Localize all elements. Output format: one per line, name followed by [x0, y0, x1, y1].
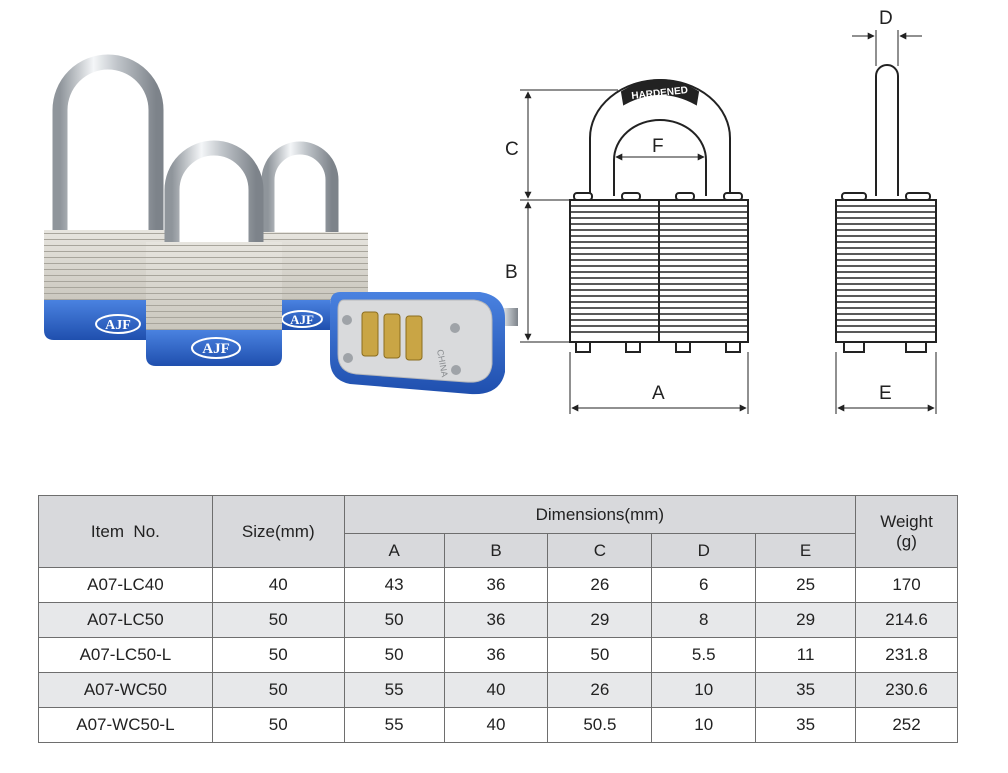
- brand-logo: AJF: [105, 318, 131, 333]
- cell-size: 50: [211, 672, 345, 708]
- cell-e: 35: [755, 707, 857, 743]
- country-mark: CHINA: [435, 349, 450, 378]
- cell-a: 55: [343, 707, 445, 743]
- table-row: A07-WC50-L 50 55 40 50.5 10 35 252: [38, 707, 958, 743]
- combination-padlock: CHINA: [330, 292, 518, 395]
- cell-c: 50.5: [547, 707, 653, 743]
- cell-item: A07-LC40: [38, 567, 213, 603]
- cell-e: 35: [755, 672, 857, 708]
- cell-a: 55: [343, 672, 445, 708]
- dim-label-b: B: [505, 262, 518, 283]
- cell-c: 50: [547, 637, 653, 673]
- dim-label-e: E: [879, 383, 892, 404]
- table-row: A07-WC50 50 55 40 26 10 35 230.6: [38, 672, 958, 708]
- cell-size: 50: [211, 637, 345, 673]
- cell-a: 50: [343, 602, 445, 638]
- cell-b: 36: [443, 567, 549, 603]
- dim-label-f: F: [652, 136, 664, 157]
- cell-item: A07-WC50-L: [38, 707, 213, 743]
- cell-d: 10: [651, 672, 757, 708]
- header-dim-c: C: [547, 533, 653, 568]
- cell-e: 25: [755, 567, 857, 603]
- cell-d: 5.5: [651, 637, 757, 673]
- dimension-drawing: HARDENED: [505, 8, 937, 414]
- cell-d: 10: [651, 707, 757, 743]
- header-size: Size(mm): [211, 495, 345, 568]
- header-weight-label: Weight: [880, 511, 933, 531]
- cell-size: 40: [211, 567, 345, 603]
- cell-e: 11: [755, 637, 857, 673]
- cell-item: A07-LC50: [38, 602, 213, 638]
- header-dim-e: E: [755, 533, 857, 568]
- dim-label-d: D: [879, 8, 893, 29]
- header-dimensions: Dimensions(mm): [343, 495, 857, 534]
- cell-c: 26: [547, 672, 653, 708]
- header-dim-d: D: [651, 533, 757, 568]
- cell-item: A07-WC50: [38, 672, 213, 708]
- cell-e: 29: [755, 602, 857, 638]
- cell-weight: 252: [855, 707, 958, 743]
- cell-weight: 231.8: [855, 637, 958, 673]
- table-row: A07-LC50-L 50 50 36 50 5.5 11 231.8: [38, 637, 958, 673]
- lamination-lines: [570, 205, 748, 333]
- front-view: [569, 79, 749, 353]
- header-weight-unit: (g): [896, 531, 917, 551]
- cell-b: 36: [443, 602, 549, 638]
- header-weight: Weight (g): [855, 495, 958, 568]
- header-item-no: Item No.: [38, 495, 213, 568]
- cell-b: 36: [443, 637, 549, 673]
- cell-b: 40: [443, 707, 549, 743]
- padlocks-photo: AJF AJF AJF CHINA: [44, 54, 518, 395]
- header-dim-b: B: [443, 533, 549, 568]
- cell-b: 40: [443, 672, 549, 708]
- padlock-standard: AJF: [146, 140, 282, 366]
- table-row: A07-LC50 50 50 36 29 8 29 214.6: [38, 602, 958, 638]
- dimension-lines: [520, 30, 937, 414]
- brand-logo: AJF: [290, 312, 314, 327]
- cell-a: 50: [343, 637, 445, 673]
- cell-d: 8: [651, 602, 757, 638]
- cell-c: 29: [547, 602, 653, 638]
- table-row: A07-LC40 40 43 36 26 6 25 170: [38, 567, 958, 603]
- dim-label-a: A: [652, 383, 665, 404]
- header-dim-a: A: [343, 533, 445, 568]
- brand-logo: AJF: [202, 341, 230, 357]
- cell-item: A07-LC50-L: [38, 637, 213, 673]
- cell-size: 50: [211, 602, 345, 638]
- cell-a: 43: [343, 567, 445, 603]
- cell-weight: 230.6: [855, 672, 958, 708]
- cell-c: 26: [547, 567, 653, 603]
- cell-weight: 214.6: [855, 602, 958, 638]
- cell-weight: 170: [855, 567, 958, 603]
- cell-size: 50: [211, 707, 345, 743]
- cell-d: 6: [651, 567, 757, 603]
- specification-table: Item No. Size(mm) Dimensions(mm) Weight …: [38, 495, 958, 743]
- side-view: [835, 64, 937, 353]
- dim-label-c: C: [505, 139, 519, 160]
